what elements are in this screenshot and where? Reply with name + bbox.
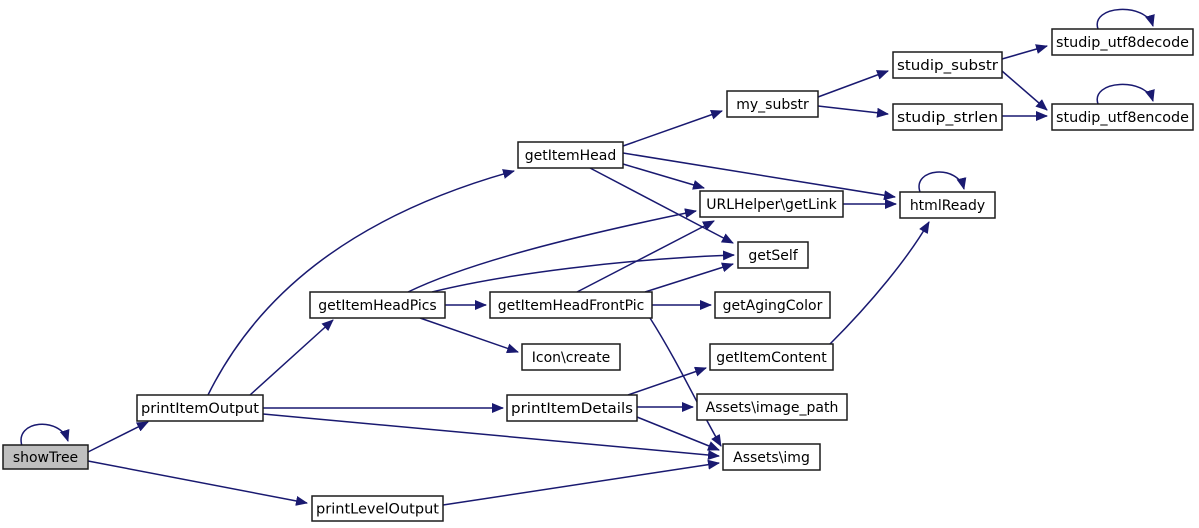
self-loop-edge-htmlReady-htmlReady: [918, 171, 967, 193]
node-box-getAgingColor[interactable]: [714, 291, 831, 319]
node-label-urlHelperGetLink: URLHelper\getLink: [706, 197, 837, 213]
edge-showTree-printItemOutput: [87, 421, 149, 453]
node-iconCreate[interactable]: Icon\create: [521, 343, 621, 371]
edge-printItemOutput-assetsImg: [262, 413, 720, 460]
node-box-printItemDetails[interactable]: [506, 394, 638, 422]
node-box-getItemContent[interactable]: [709, 343, 834, 371]
node-label-getAgingColor: getAgingColor: [723, 298, 823, 314]
node-box-mySubstr[interactable]: [726, 90, 819, 118]
node-getSelf[interactable]: getSelf: [737, 241, 809, 269]
node-box-htmlReady[interactable]: [899, 191, 996, 219]
node-box-studipUtf8encode[interactable]: [1051, 103, 1194, 131]
edge-getItemHead-mySubstr: [622, 109, 723, 147]
node-label-studipStrlen: studip_strlen: [897, 110, 998, 126]
node-box-printLevelOutput[interactable]: [311, 495, 444, 522]
node-printItemDetails[interactable]: printItemDetails: [506, 394, 638, 422]
edge-showTree-printLevelOutput: [87, 460, 308, 506]
node-htmlReady[interactable]: htmlReady: [899, 191, 996, 219]
self-loop-edge-showTree-showTree: [20, 423, 70, 447]
node-printItemOutput[interactable]: printItemOutput: [136, 394, 264, 422]
edge-studipSubstr-studipUtf8decode: [1001, 44, 1048, 60]
node-label-getItemContent: getItemContent: [716, 350, 827, 366]
node-studipUtf8decode[interactable]: studip_utf8decode: [1051, 28, 1194, 56]
node-studipUtf8encode[interactable]: studip_utf8encode: [1051, 103, 1194, 131]
edge-getItemHead-htmlReady: [622, 152, 896, 201]
edge-printItemOutput-getItemHeadPics: [249, 319, 334, 396]
node-getItemHeadPics[interactable]: getItemHeadPics: [309, 291, 446, 319]
edge-getItemHeadPics-iconCreate: [419, 317, 519, 354]
node-label-getSelf: getSelf: [748, 248, 798, 264]
edge-getItemHeadFrontPic-getSelf: [644, 262, 734, 293]
edge-studipSubstr-studipUtf8encode: [1001, 70, 1048, 111]
edge-mySubstr-studipStrlen: [817, 105, 889, 118]
node-getItemContent[interactable]: getItemContent: [709, 343, 834, 371]
node-label-studipUtf8decode: studip_utf8decode: [1056, 35, 1189, 51]
node-printLevelOutput[interactable]: printLevelOutput: [311, 495, 444, 522]
node-label-htmlReady: htmlReady: [910, 198, 985, 214]
edge-getItemHead-urlHelperGetLink: [622, 163, 705, 190]
edge-printItemDetails-assetsImg: [636, 416, 720, 451]
edge-printItemDetails-getItemContent: [627, 366, 707, 396]
node-box-assetsImagePath[interactable]: [696, 393, 848, 421]
node-box-getItemHead[interactable]: [517, 141, 624, 169]
edge-getItemHeadFrontPic-urlHelperGetLink: [576, 220, 715, 293]
edge-printLevelOutput-assetsImg: [442, 459, 720, 506]
node-label-getItemHeadPics: getItemHeadPics: [318, 298, 436, 314]
node-label-iconCreate: Icon\create: [532, 350, 610, 366]
node-box-getSelf[interactable]: [737, 241, 809, 269]
self-loop-edge-studipUtf8encode-studipUtf8encode: [1096, 83, 1155, 105]
node-box-iconCreate[interactable]: [521, 343, 621, 371]
node-box-showTree[interactable]: [2, 444, 89, 470]
node-box-urlHelperGetLink[interactable]: [699, 190, 844, 218]
node-mySubstr[interactable]: my_substr: [726, 90, 819, 118]
edge-getItemHeadFrontPic-assetsImg: [649, 317, 722, 447]
node-box-getItemHeadPics[interactable]: [309, 291, 446, 319]
edge-mySubstr-studipSubstr: [817, 70, 889, 98]
node-label-printItemOutput: printItemOutput: [141, 401, 260, 417]
node-label-showTree: showTree: [13, 450, 78, 466]
self-loop-edge-studipUtf8decode-studipUtf8decode: [1096, 8, 1155, 30]
node-label-printLevelOutput: printLevelOutput: [316, 502, 440, 518]
node-studipStrlen[interactable]: studip_strlen: [892, 103, 1003, 131]
edge-getItemHeadPics-getSelf: [431, 250, 735, 293]
node-urlHelperGetLink[interactable]: URLHelper\getLink: [699, 190, 844, 218]
node-getAgingColor[interactable]: getAgingColor: [714, 291, 831, 319]
node-getItemHeadFrontPic[interactable]: getItemHeadFrontPic: [489, 291, 653, 319]
node-label-mySubstr: my_substr: [736, 97, 809, 113]
edge-getItemHeadPics-urlHelperGetLink: [407, 208, 697, 293]
edge-printItemOutput-getItemHead: [207, 169, 515, 396]
node-showTree[interactable]: showTree: [2, 444, 89, 470]
node-label-getItemHeadFrontPic: getItemHeadFrontPic: [498, 298, 645, 314]
edge-getItemContent-htmlReady: [829, 221, 930, 345]
node-getItemHead[interactable]: getItemHead: [517, 141, 624, 169]
node-label-studipUtf8encode: studip_utf8encode: [1056, 110, 1189, 126]
node-box-printItemOutput[interactable]: [136, 394, 264, 422]
node-assetsImg[interactable]: Assets\img: [722, 443, 821, 471]
node-box-studipStrlen[interactable]: [892, 103, 1003, 131]
node-box-getItemHeadFrontPic[interactable]: [489, 291, 653, 319]
node-label-studipSubstr: studip_substr: [897, 58, 998, 74]
node-label-assetsImagePath: Assets\image_path: [706, 400, 839, 416]
node-label-assetsImg: Assets\img: [733, 450, 810, 466]
node-box-studipSubstr[interactable]: [892, 51, 1003, 79]
node-label-getItemHead: getItemHead: [525, 148, 616, 164]
node-box-studipUtf8decode[interactable]: [1051, 28, 1194, 56]
node-box-assetsImg[interactable]: [722, 443, 821, 471]
node-label-printItemDetails: printItemDetails: [511, 401, 633, 417]
node-assetsImagePath[interactable]: Assets\image_path: [696, 393, 848, 421]
node-studipSubstr[interactable]: studip_substr: [892, 51, 1003, 79]
